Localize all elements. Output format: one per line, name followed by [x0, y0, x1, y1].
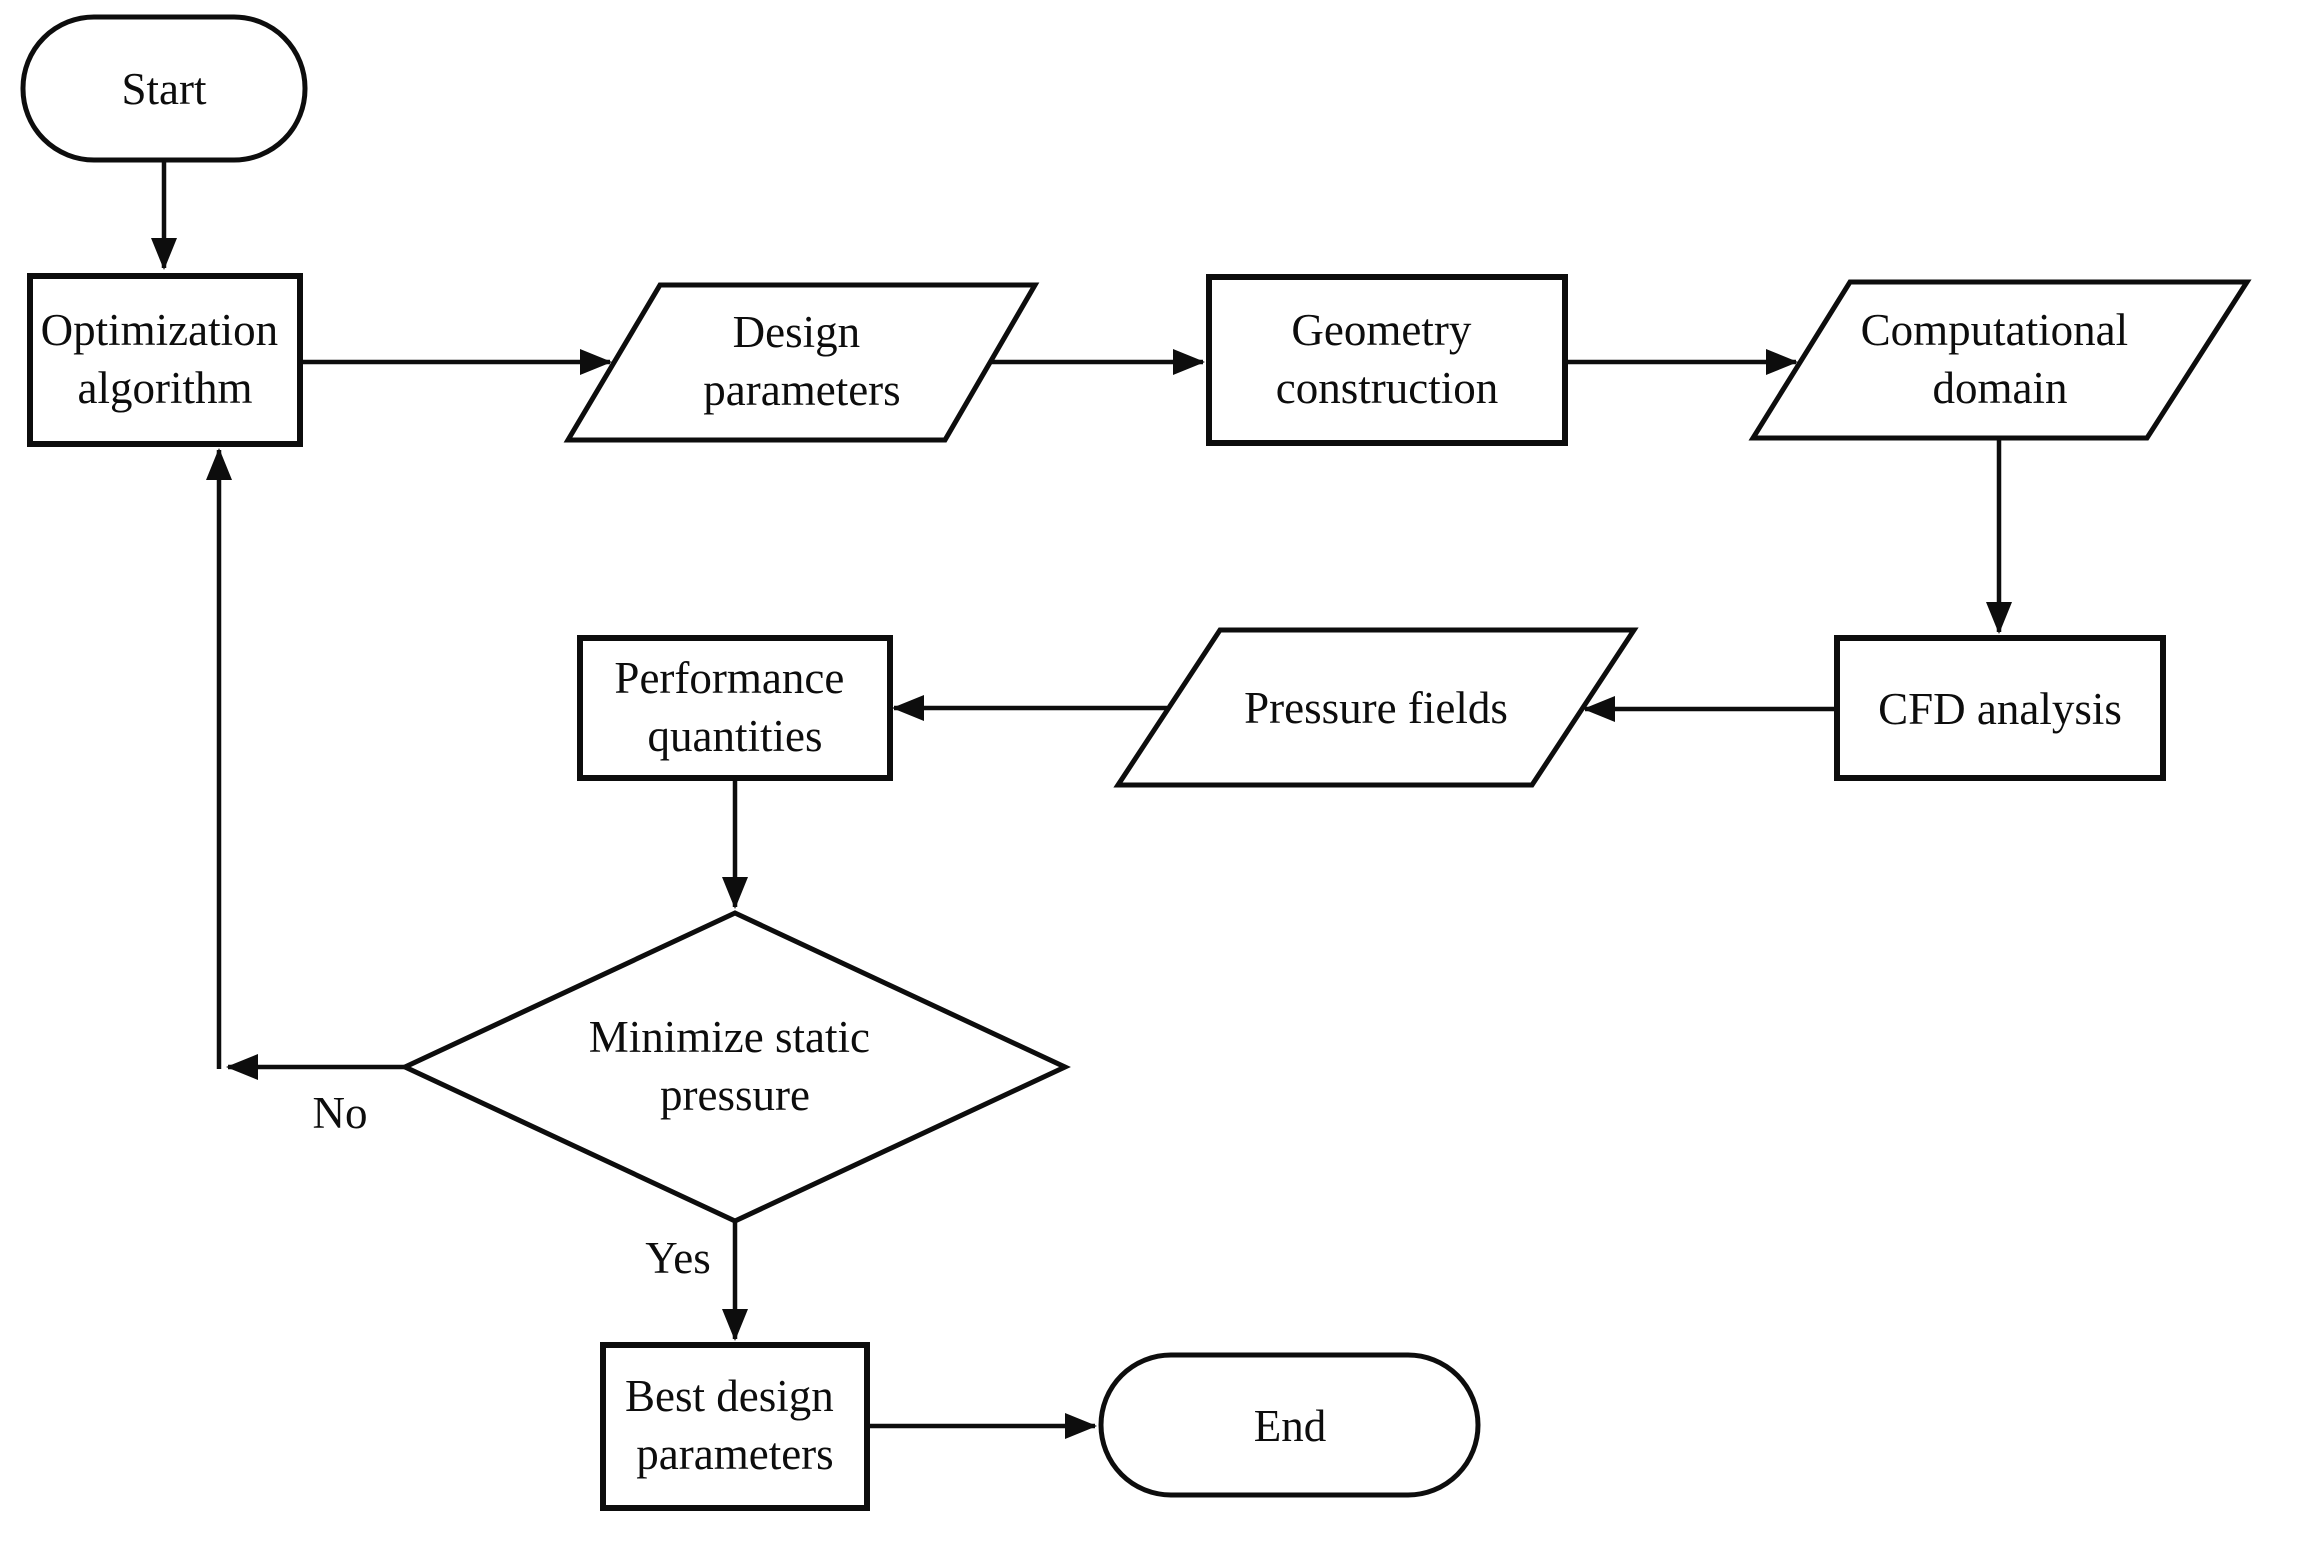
node-computational-domain: Computational domain	[1748, 279, 2252, 441]
edge-label-yes: Yes	[645, 1233, 710, 1283]
computational-label: Computational domain	[1861, 305, 2140, 413]
design-label: Design parameters	[703, 307, 900, 415]
node-pressure-fields: Pressure fields	[1113, 627, 1639, 788]
edge-label-no: No	[313, 1088, 368, 1138]
cfd-label: CFD analysis	[1878, 684, 2122, 734]
node-geometry-construction: Geometry construction	[1206, 274, 1568, 446]
performance-process-shape	[577, 635, 893, 781]
node-cfd-analysis: CFD analysis	[1834, 635, 2166, 781]
node-design-parameters: Design parameters	[563, 282, 1040, 443]
pressure-label: Pressure fields	[1244, 683, 1508, 733]
decision-diamond-shape	[399, 910, 1071, 1224]
optimization-label: Optimization algorithm	[41, 305, 290, 413]
best-label: Best design parameters	[625, 1371, 845, 1479]
node-minimize-static-pressure-decision: Minimize static pressure	[399, 910, 1071, 1224]
edges	[151, 160, 2012, 1439]
decision-label: Minimize static pressure	[589, 1012, 881, 1120]
start-label: Start	[122, 64, 207, 114]
end-label: End	[1254, 1401, 1327, 1451]
geometry-label: Geometry construction	[1276, 305, 1498, 413]
node-performance-quantities: Performance quantities	[577, 635, 893, 781]
best-process-shape	[600, 1342, 870, 1511]
pressure-data-shape	[1113, 627, 1639, 788]
cfd-process-shape	[1834, 635, 2166, 781]
start-terminator-shape	[20, 14, 308, 163]
design-data-shape	[563, 282, 1040, 443]
performance-label: Performance quantities	[614, 653, 855, 761]
geometry-process-shape	[1206, 274, 1568, 446]
computational-data-shape	[1748, 279, 2252, 441]
node-start: Start	[20, 14, 308, 163]
node-end: End	[1098, 1352, 1481, 1498]
node-optimization-algorithm: Optimization algorithm	[27, 273, 303, 447]
node-best-design-parameters: Best design parameters	[600, 1342, 870, 1511]
optimization-process-shape	[27, 273, 303, 447]
end-terminator-shape	[1098, 1352, 1481, 1498]
